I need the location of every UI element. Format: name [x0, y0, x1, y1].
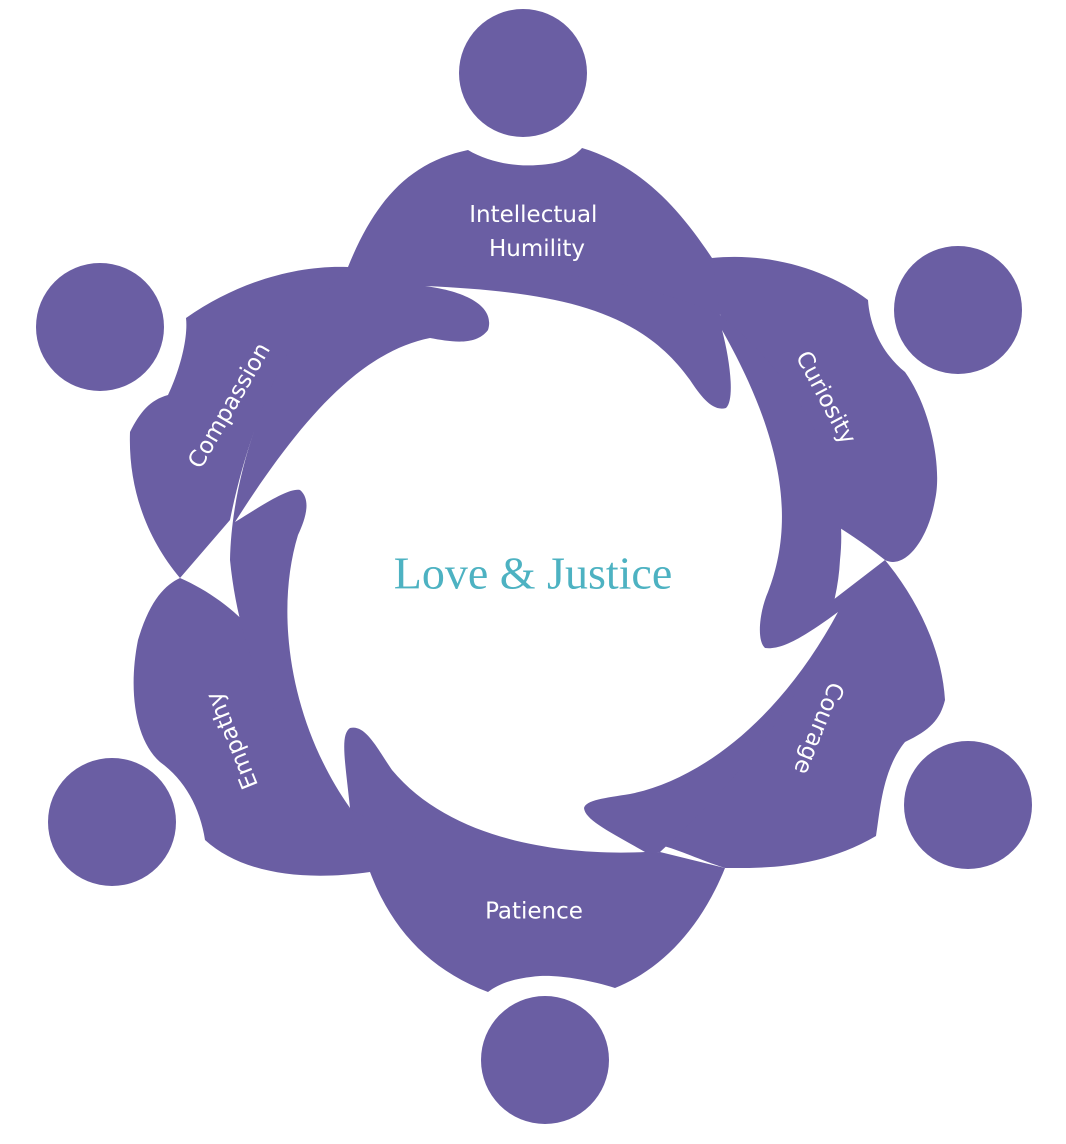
label-line: Intellectual [469, 202, 597, 228]
head-icon [894, 246, 1022, 374]
person-icon [660, 560, 945, 869]
head-icon [459, 9, 587, 137]
label-patience: Patience [485, 899, 583, 925]
center-swirl [235, 286, 838, 853]
head-icon [48, 758, 176, 886]
head-icon [36, 263, 164, 391]
label-line: Humility [489, 236, 585, 262]
center-title: Love & Justice [394, 548, 673, 599]
head-icon [904, 741, 1032, 869]
heads-group [36, 9, 1032, 1124]
label-intellectual-humility: Intellectual Humility [469, 202, 605, 262]
person-icon [133, 578, 370, 876]
head-icon [481, 996, 609, 1124]
person-icon [712, 256, 938, 562]
